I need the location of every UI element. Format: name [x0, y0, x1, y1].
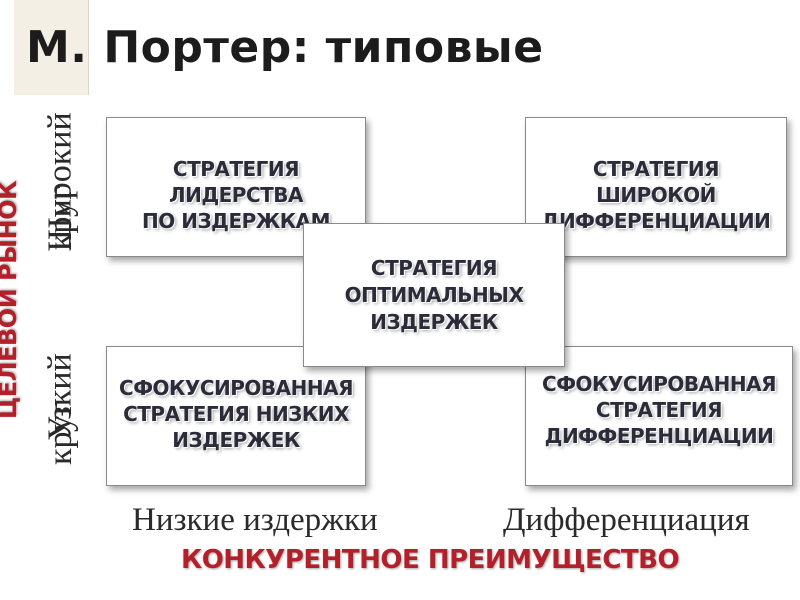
page-title: М. Портер: типовые: [26, 22, 544, 73]
box-focused-differentiation-label: СФОКУСИРОВАННАЯ СТРАТЕГИЯ ДИФФЕРЕНЦИАЦИИ: [536, 371, 782, 449]
x-label-differentiation: Дифференциация: [503, 502, 750, 538]
box-cost-leadership-line1: СТРАТЕГИЯ ЛИДЕРСТВА: [168, 157, 304, 207]
title-accent-bar: [14, 0, 89, 95]
y-axis-title-text: целевой рынок: [0, 180, 22, 420]
x-axis-title: КОНКУРЕНТНОЕ ПРЕИМУЩЕСТВО: [180, 545, 680, 575]
box-focused-low-cost-line2: СТРАТЕГИЯ НИЗКИХ: [123, 402, 349, 426]
box-focused-differentiation-line3: ДИФФЕРЕНЦИАЦИИ: [544, 424, 774, 448]
box-focused-differentiation-line2: СТРАТЕГИЯ: [595, 398, 723, 422]
box-focused-low-cost-line3: ИЗДЕРЖЕК: [172, 428, 300, 452]
box-broad-differentiation-line2: ДИФФЕРЕНЦИАЦИИ: [541, 209, 771, 233]
box-broad-differentiation: СТРАТЕГИЯ ШИРОКОЙ ДИФФЕРЕНЦИАЦИИ: [525, 117, 787, 257]
y-axis-title: целевой рынок: [0, 110, 28, 490]
box-broad-differentiation-label: СТРАТЕГИЯ ШИРОКОЙ ДИФФЕРЕНЦИАЦИИ: [526, 156, 786, 234]
box-cost-leadership-line2: ПО ИЗДЕРЖКАМ: [142, 209, 331, 233]
y-label-narrow-line2: круг: [41, 400, 79, 466]
y-label-narrow: Узкий круг: [26, 340, 96, 490]
box-best-cost-line1: СТРАТЕГИЯ: [370, 255, 498, 280]
y-label-wide-line2: круг: [41, 185, 79, 251]
box-focused-differentiation-line1: СФОКУСИРОВАННАЯ: [542, 372, 776, 396]
box-focused-differentiation: СФОКУСИРОВАННАЯ СТРАТЕГИЯ ДИФФЕРЕНЦИАЦИИ: [525, 346, 793, 486]
box-best-cost-line3: ИЗДЕРЖЕК: [370, 309, 498, 334]
box-broad-differentiation-line1: СТРАТЕГИЯ ШИРОКОЙ: [592, 157, 720, 207]
y-label-wide: Широкий круг: [26, 110, 96, 290]
box-best-cost: СТРАТЕГИЯ ОПТИМАЛЬНЫХ ИЗДЕРЖЕК: [303, 223, 565, 367]
box-focused-low-cost-line1: СФОКУСИРОВАННАЯ: [119, 376, 353, 400]
box-focused-low-cost-label: СФОКУСИРОВАННАЯ СТРАТЕГИЯ НИЗКИХ ИЗДЕРЖЕ…: [113, 375, 359, 453]
box-focused-low-cost: СФОКУСИРОВАННАЯ СТРАТЕГИЯ НИЗКИХ ИЗДЕРЖЕ…: [106, 346, 366, 486]
x-label-low-cost: Низкие издержки: [132, 502, 378, 538]
box-best-cost-line2: ОПТИМАЛЬНЫХ: [344, 282, 524, 307]
box-best-cost-label: СТРАТЕГИЯ ОПТИМАЛЬНЫХ ИЗДЕРЖЕК: [339, 255, 530, 336]
box-cost-leadership-label: СТРАТЕГИЯ ЛИДЕРСТВА ПО ИЗДЕРЖКАМ: [107, 156, 365, 234]
